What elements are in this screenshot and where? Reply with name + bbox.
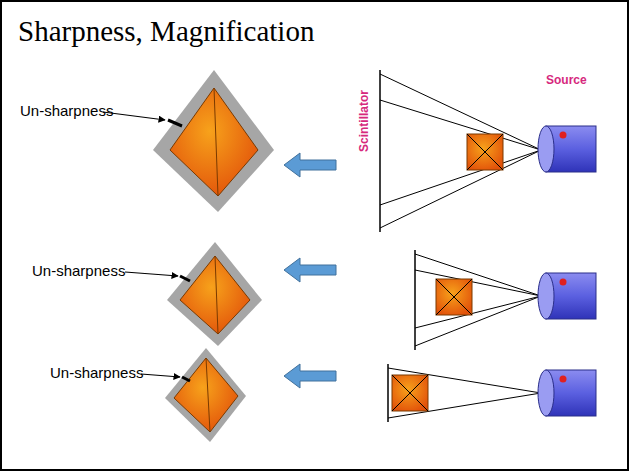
projection-setup (380, 70, 596, 232)
projection-setup (388, 364, 596, 422)
pyramid-image (103, 70, 274, 212)
projection-setup (415, 250, 596, 350)
callout-label: Un-sharpness (32, 263, 125, 280)
detector-label: Scintillator (358, 90, 371, 152)
callout-label: Un-sharpness (50, 365, 143, 382)
pyramid-image (141, 348, 246, 442)
slide-title: Sharpness, Magnification (18, 16, 314, 48)
pyramid-image (125, 242, 262, 346)
block-arrow (284, 153, 336, 388)
callout-label: Un-sharpness (20, 103, 113, 120)
source-label: Source (546, 74, 587, 87)
